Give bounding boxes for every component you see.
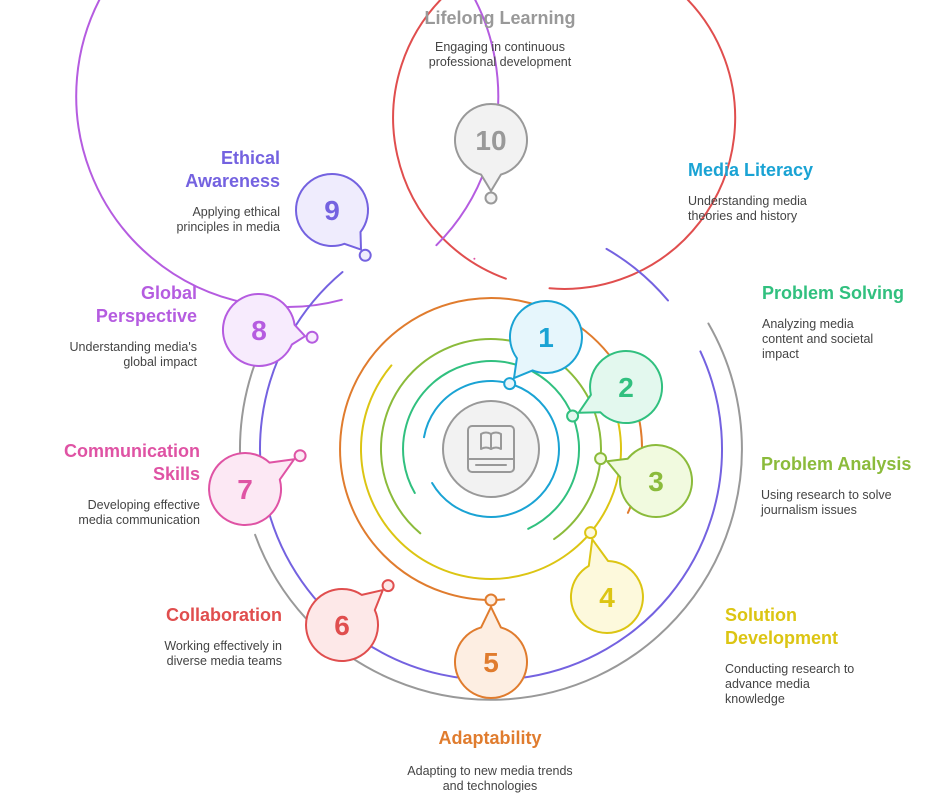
ring-marker-1 <box>503 377 517 391</box>
step-number: 1 <box>538 322 554 353</box>
ring-marker-6 <box>381 579 395 593</box>
ring-9 <box>259 271 724 681</box>
step-description: Understanding media theories and history <box>688 194 807 223</box>
step-title: Collaboration <box>166 605 282 625</box>
book-icon <box>467 425 515 473</box>
bubble-shape <box>221 293 307 367</box>
step-bubble-3: 3 <box>606 444 693 519</box>
step-1-label: Media Literacy Understanding media theor… <box>688 159 858 224</box>
ring-3 <box>379 338 602 541</box>
step-title: Communication Skills <box>63 441 200 484</box>
ring-marker-9 <box>358 248 372 262</box>
bubble-shape <box>570 538 644 634</box>
step-10-label: Lifelong Learning Engaging in continuous… <box>380 7 620 70</box>
ring-marker-10 <box>484 191 498 205</box>
step-title: Media Literacy <box>688 160 814 180</box>
step-title: Adaptability <box>438 728 542 748</box>
step-description: Analyzing media content and societal imp… <box>762 317 874 361</box>
step-bubble-5: 5 <box>454 606 528 700</box>
bubble-shape <box>208 452 296 526</box>
step-bubble-9: 9 <box>295 173 369 251</box>
ring-marker-3 <box>594 452 608 466</box>
ring-marker-8 <box>305 330 319 344</box>
step-title: Global Perspective <box>95 283 197 326</box>
step-number: 9 <box>324 195 340 226</box>
step-description: Understanding media's global impact <box>69 340 197 369</box>
step-title: Solution Development <box>725 605 839 648</box>
step-description: Working effectively in diverse media tea… <box>164 639 282 668</box>
center-hub <box>442 400 540 498</box>
ring-1 <box>423 379 560 518</box>
step-description: Engaging in continuous professional deve… <box>428 40 572 69</box>
step-description: Adapting to new media trends and technol… <box>407 764 573 793</box>
step-number: 8 <box>251 315 267 346</box>
step-title: Problem Solving <box>762 283 905 303</box>
step-5-label: Adaptability Adapting to new media trend… <box>395 727 585 794</box>
step-7-label: Communication Skills Developing effectiv… <box>40 440 200 528</box>
step-description: Applying ethical principles in media <box>176 205 280 234</box>
step-number: 10 <box>475 125 506 156</box>
bubble-shape <box>305 588 384 662</box>
step-number: 7 <box>237 474 253 505</box>
step-6-label: Collaboration Working effectively in div… <box>122 604 282 669</box>
step-3-label: Problem Analysis Using research to solve… <box>761 453 941 518</box>
step-title: Ethical Awareness <box>185 148 280 191</box>
bubble-shape <box>454 102 528 192</box>
ring-marker-5 <box>484 593 498 607</box>
step-number: 6 <box>334 610 350 641</box>
step-bubble-8: 8 <box>221 293 307 367</box>
step-title: Lifelong Learning <box>424 8 576 28</box>
step-number: 3 <box>648 466 664 497</box>
ring-8 <box>75 0 500 308</box>
step-number: 4 <box>599 582 615 613</box>
step-4-label: Solution Development Conducting research… <box>725 604 875 707</box>
bubble-shape <box>454 606 528 700</box>
ring-9-segment <box>605 247 669 302</box>
ring-marker-7 <box>293 449 307 463</box>
step-description: Using research to solve journalism issue… <box>761 488 892 517</box>
step-number: 2 <box>618 372 634 403</box>
step-9-label: Ethical Awareness Applying ethical princ… <box>150 147 280 235</box>
step-bubble-1: 1 <box>509 299 583 380</box>
step-bubble-10: 10 <box>454 102 528 192</box>
step-description: Developing effective media communication <box>78 498 200 527</box>
bubble-shape <box>577 350 664 425</box>
step-2-label: Problem Solving Analyzing media content … <box>762 282 932 362</box>
step-number: 5 <box>483 647 499 678</box>
ring-6 <box>392 0 737 290</box>
bubble-shape <box>295 173 369 251</box>
step-bubble-2: 2 <box>577 350 664 425</box>
step-description: Conducting research to advance media kno… <box>725 662 855 706</box>
ring-marker-2 <box>566 409 580 423</box>
ring-marker-4 <box>584 526 598 540</box>
step-bubble-6: 6 <box>305 588 384 662</box>
step-8-label: Global Perspective Understanding media's… <box>40 282 197 370</box>
step-bubble-4: 4 <box>570 538 644 634</box>
bubble-shape <box>606 444 693 519</box>
step-title: Problem Analysis <box>761 454 912 474</box>
step-bubble-7: 7 <box>208 452 296 526</box>
bubble-shape <box>509 299 583 380</box>
